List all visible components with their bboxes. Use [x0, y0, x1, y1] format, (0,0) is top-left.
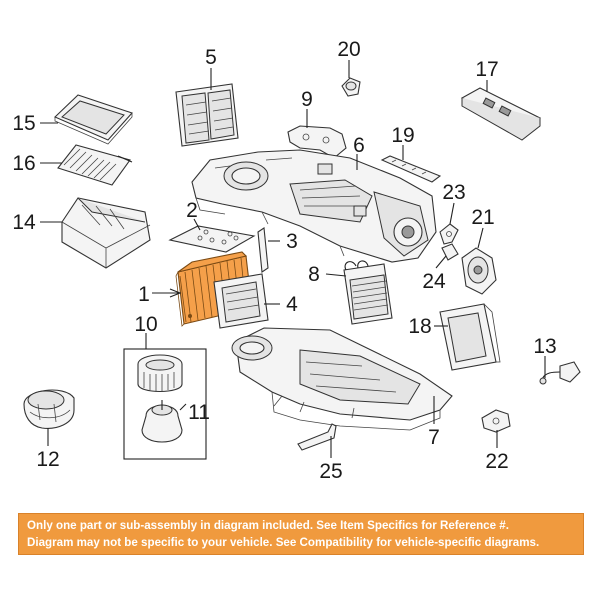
part-17-control-module [460, 87, 542, 141]
callout-20: 20 [337, 38, 360, 61]
callout-2: 2 [186, 199, 198, 222]
part-12-blower-housing [23, 389, 75, 429]
callout-11: 11 [188, 401, 210, 424]
part-3-gasket [257, 227, 269, 273]
part-4-seal-frame [213, 273, 269, 329]
part-13-sensor [539, 361, 581, 385]
part-7-lower-case [231, 327, 453, 431]
notice-banner: Only one part or sub-assembly in diagram… [18, 513, 584, 555]
part-6-upper-case [191, 149, 437, 263]
notice-line-2: Diagram may not be specific to your vehi… [27, 536, 540, 549]
callout-22: 22 [485, 450, 508, 473]
callout-numbers: 1 2 3 4 5 6 7 8 9 10 11 12 13 14 15 16 1… [12, 38, 556, 483]
part-21-actuator [461, 247, 497, 295]
part-14-filter-housing [61, 197, 151, 269]
part-8-heater-core [343, 260, 393, 325]
part-24-clip [441, 243, 459, 261]
callout-24: 24 [422, 270, 446, 293]
callout-4: 4 [286, 293, 298, 316]
callout-23: 23 [442, 181, 465, 204]
callout-14: 14 [12, 211, 36, 234]
part-25-bracket [297, 423, 337, 451]
callout-7: 7 [428, 426, 440, 449]
part-11-blower-motor [137, 354, 183, 443]
callout-8: 8 [308, 263, 320, 286]
callout-3: 3 [286, 230, 298, 253]
part-20-connector [341, 77, 361, 97]
callout-21: 21 [471, 206, 494, 229]
notice-line-1: Only one part or sub-assembly in diagram… [27, 519, 509, 532]
part-18-panel [439, 303, 501, 371]
callout-18: 18 [408, 315, 431, 338]
part-5-filter [175, 83, 239, 147]
callout-19: 19 [391, 124, 414, 147]
part-16-filter-element [57, 144, 133, 186]
part-9-bracket [287, 125, 347, 159]
evaporator-top [177, 251, 248, 273]
callout-6: 6 [353, 134, 365, 157]
part-10-blower-assembly [123, 348, 207, 460]
part-22-plug [481, 409, 511, 433]
part-2-seal-plate [168, 225, 256, 253]
callout-16: 16 [12, 152, 35, 175]
callout-1: 1 [138, 283, 150, 306]
callout-17: 17 [475, 58, 498, 81]
callout-10: 10 [134, 313, 157, 336]
callout-25: 25 [319, 460, 342, 483]
callout-13: 13 [533, 335, 556, 358]
callout-9: 9 [301, 88, 313, 111]
callout-12: 12 [36, 448, 59, 471]
leader-lines [40, 60, 546, 458]
callout-5: 5 [205, 46, 217, 69]
part-15-filter-cover [54, 94, 133, 145]
part-23-clip [439, 223, 459, 245]
callout-15: 15 [12, 112, 35, 135]
part-19-seal-strip [380, 155, 442, 183]
